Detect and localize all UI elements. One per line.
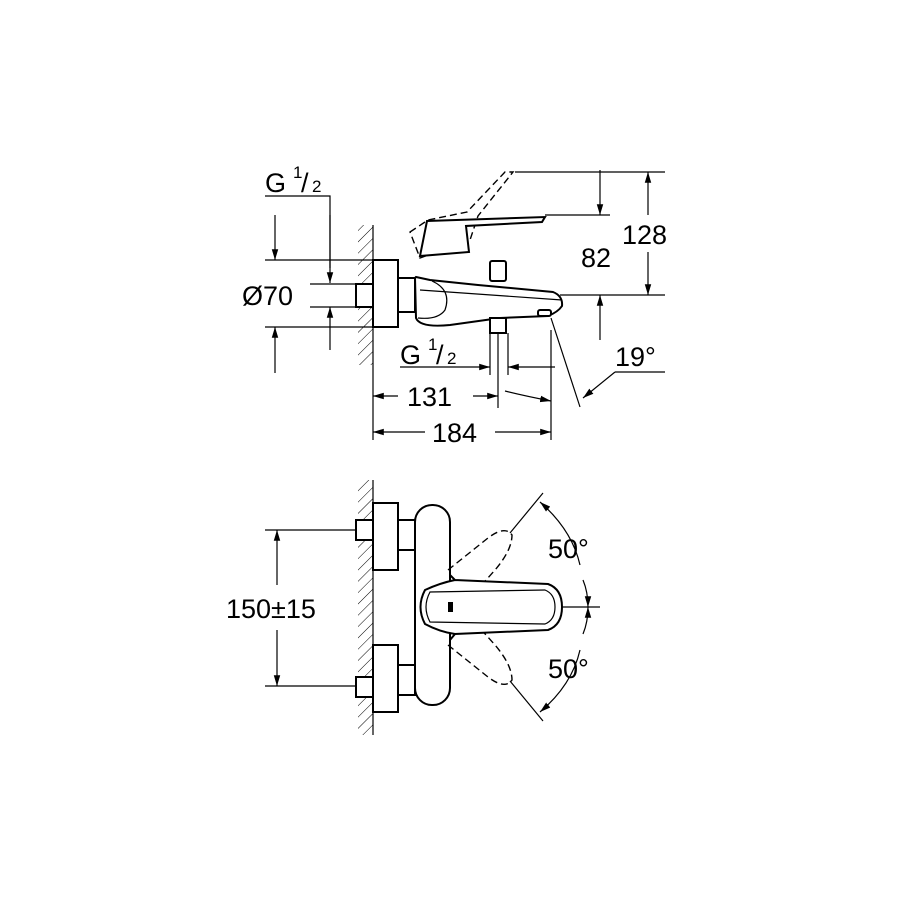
wall-hatching	[358, 480, 373, 735]
height-spout-label: 82	[581, 243, 611, 273]
bottom-outlet	[489, 317, 507, 334]
lever	[419, 574, 564, 641]
handle	[418, 215, 547, 258]
thread-num: 1	[293, 163, 302, 182]
connector-upper	[355, 519, 374, 541]
side-view: G 1 / 2 Ø70 128 82 G 1 / 2	[242, 163, 667, 448]
projection-total-label: 184	[432, 418, 477, 448]
handle-raised-outline	[409, 171, 515, 259]
escutcheon	[372, 259, 399, 328]
thread-num: 1	[428, 335, 437, 354]
escutcheon-upper	[372, 502, 399, 571]
thread-slash: /	[436, 340, 444, 370]
projection-outlet-label: 131	[407, 382, 452, 412]
mixer-body	[413, 275, 564, 327]
lever-inner	[425, 589, 556, 625]
thread-den: 2	[447, 349, 456, 368]
rotation-up-label: 50°	[548, 534, 589, 564]
body-line	[419, 289, 563, 301]
outlet-thread-label: G 1 / 2	[400, 335, 456, 370]
diameter-label: Ø70	[242, 281, 293, 311]
indicator-mark	[448, 602, 453, 612]
nut	[397, 277, 416, 313]
diverter-knob	[489, 260, 507, 282]
spout-angle-label: 19°	[615, 342, 656, 372]
lever-right-position	[447, 616, 513, 685]
body-curve	[417, 280, 448, 319]
thread-main: G	[400, 340, 421, 370]
connector-lower	[355, 676, 374, 698]
nut-upper	[397, 519, 416, 551]
connector	[355, 283, 374, 308]
inlet-thread-label: G 1 / 2	[265, 163, 321, 198]
nut-lower	[397, 664, 416, 696]
escutcheon-lower	[372, 644, 399, 713]
spout-outlet	[537, 309, 552, 317]
top-view: 150±15 50° 50°	[226, 480, 600, 735]
thread-slash: /	[301, 168, 309, 198]
thread-den: 2	[312, 177, 321, 196]
thread-main: G	[265, 168, 286, 198]
height-total-label: 128	[622, 220, 667, 250]
rotation-down-label: 50°	[548, 654, 589, 684]
center-distance-label: 150±15	[226, 594, 316, 624]
lever-left-position	[447, 530, 513, 599]
